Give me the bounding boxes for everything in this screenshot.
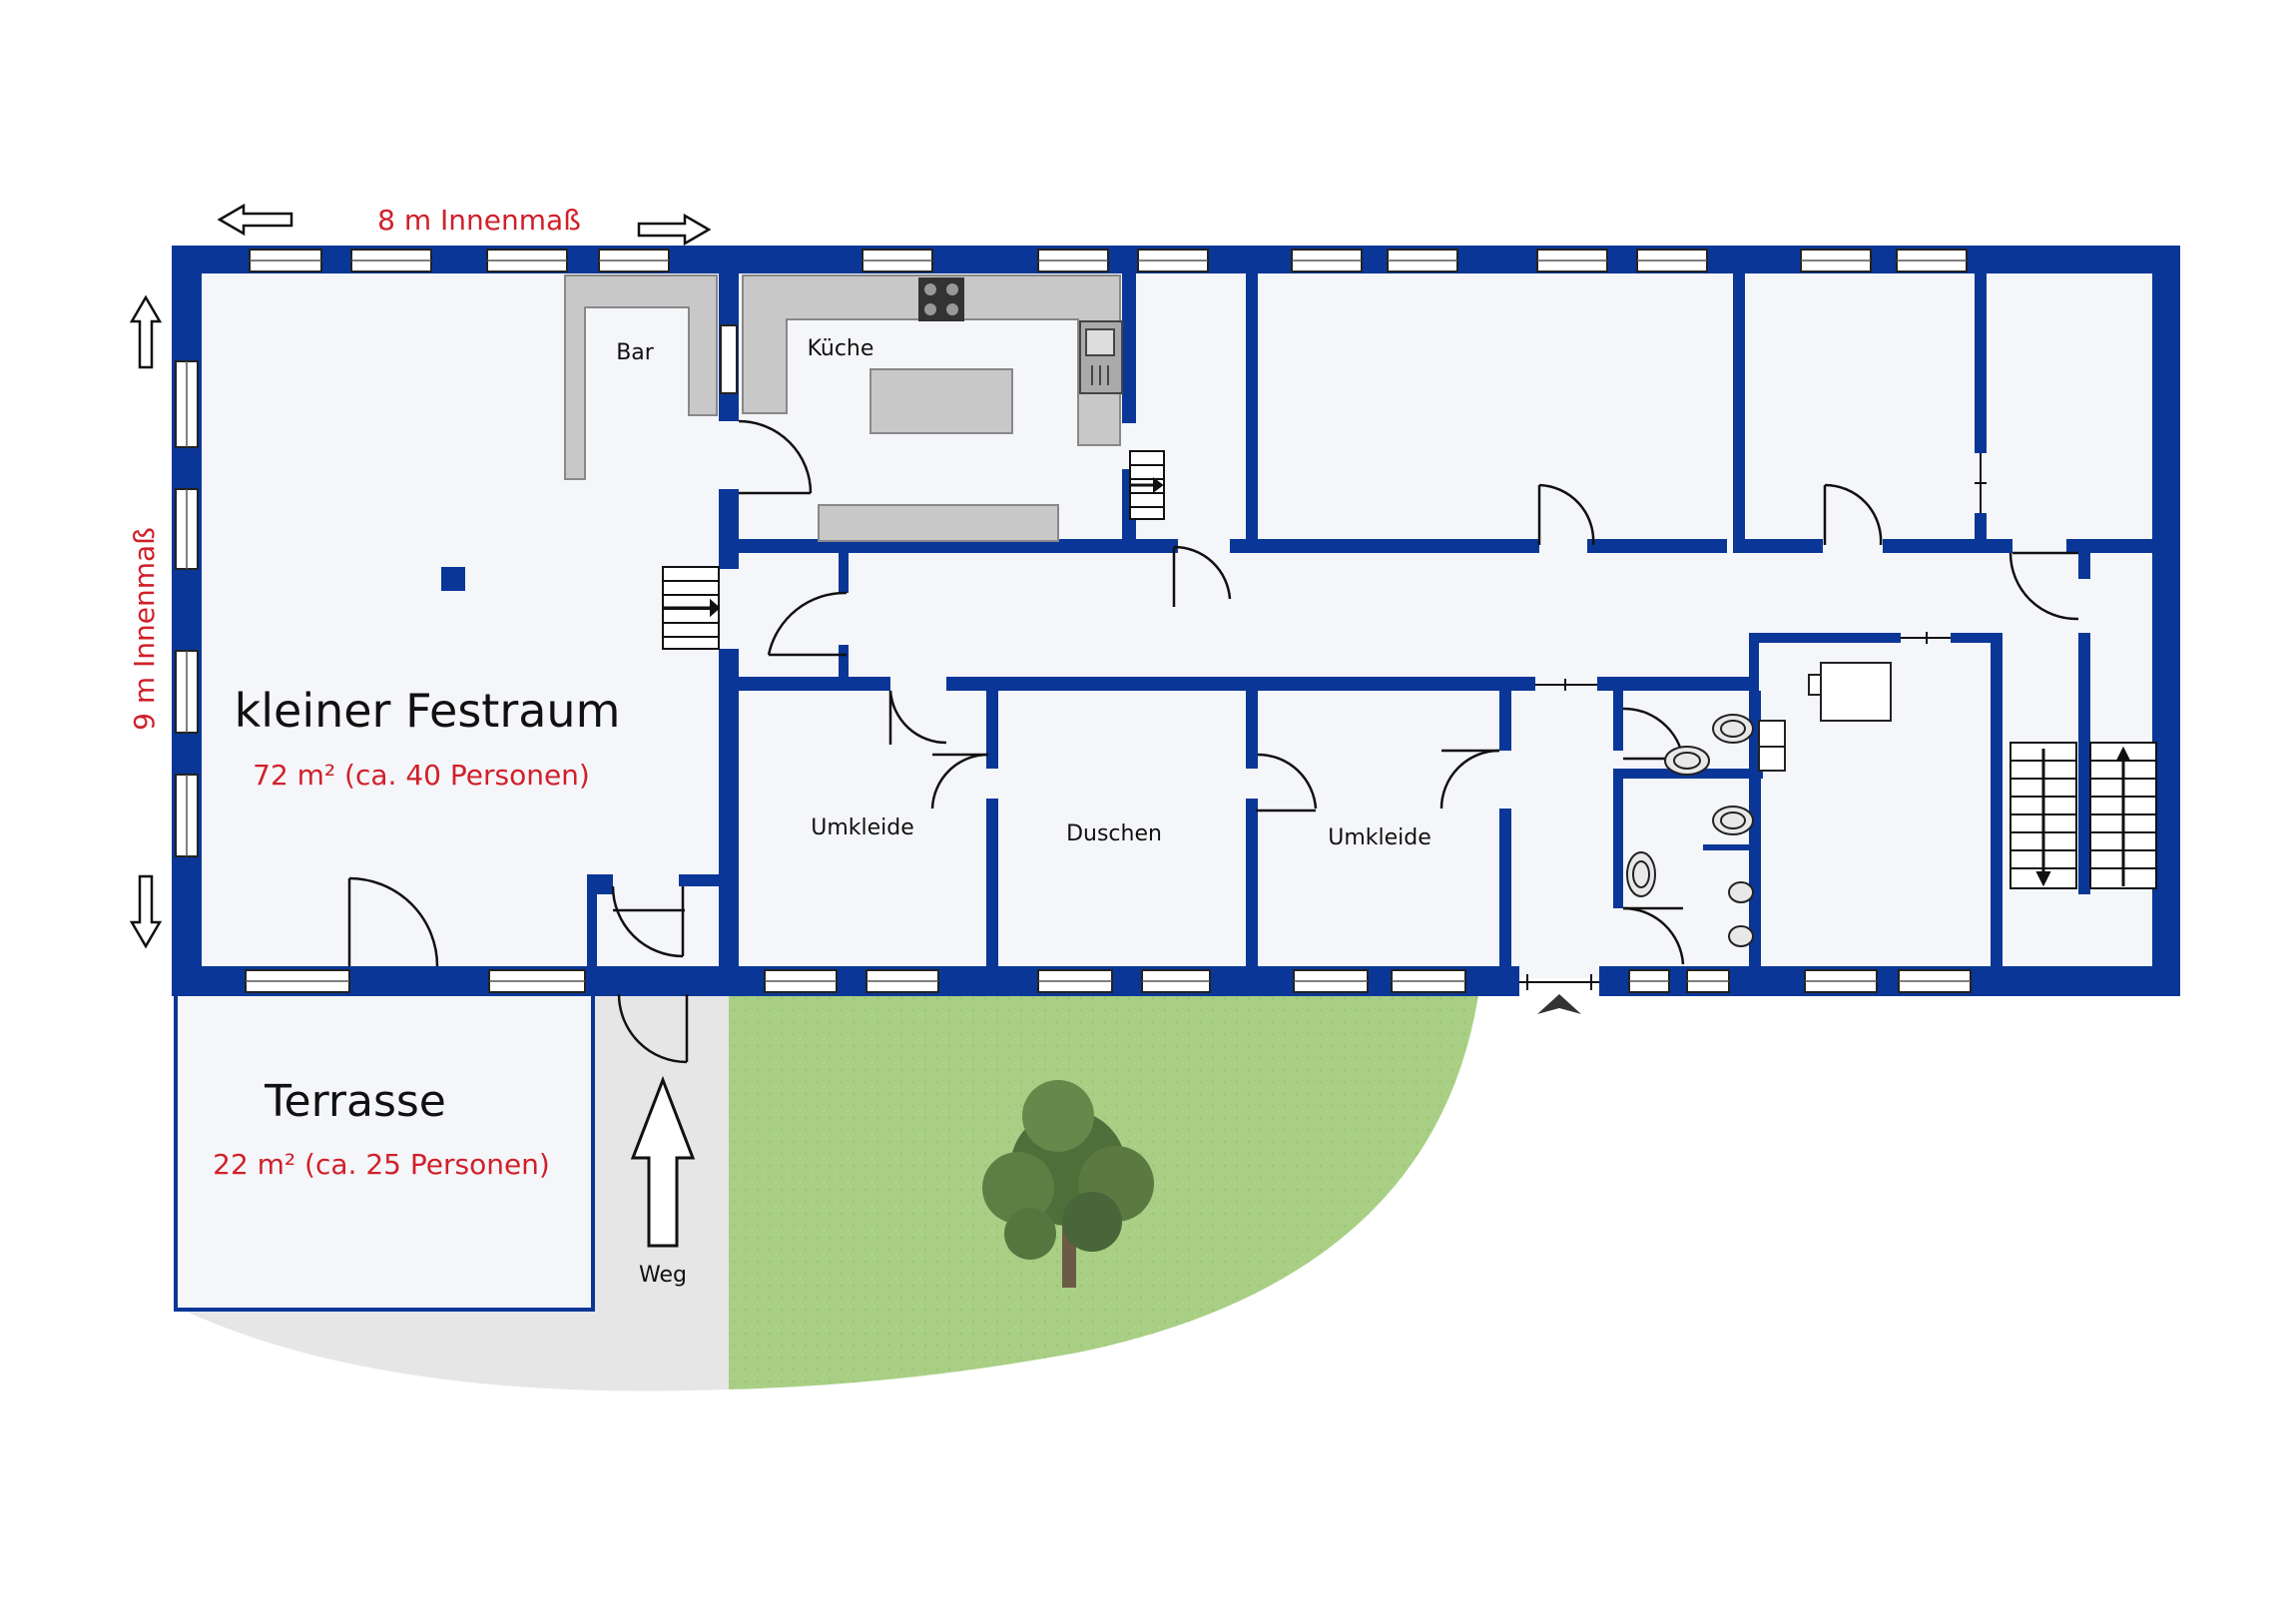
- width-dimension-label: 8 m Innenmaß: [377, 204, 581, 237]
- column: [441, 567, 465, 591]
- kitchen-lower-counter: [818, 504, 1059, 542]
- entrance-arrow-icon: [1537, 994, 1581, 1014]
- changing-room-1-label: Umkleide: [811, 815, 914, 840]
- path-label: Weg: [639, 1263, 687, 1288]
- showers-label: Duschen: [1066, 821, 1162, 846]
- sink-icon: [1079, 320, 1123, 394]
- height-dimension-label: 9 m Innenmaß: [128, 527, 161, 731]
- main-hall-name: kleiner Festraum: [235, 684, 621, 738]
- stairs-large: [2009, 742, 2157, 889]
- terrace-area-label: 22 m² (ca. 25 Personen): [213, 1148, 550, 1181]
- entrance-markers: [1519, 453, 1987, 990]
- dimension-arrows: [129, 203, 712, 949]
- kitchen-label: Küche: [808, 336, 874, 361]
- stove-icon: [918, 277, 964, 321]
- interior-walls: [587, 273, 2166, 978]
- window-lines: [186, 260, 1971, 982]
- kitchen-island: [869, 368, 1013, 434]
- utility-fixtures: [1758, 662, 1892, 772]
- main-hall-area: 72 m² (ca. 40 Personen): [253, 759, 590, 792]
- path-arrow-icon: [630, 1075, 696, 1248]
- toilet-icon: [1626, 714, 1754, 947]
- tree-icon: [982, 1080, 1154, 1288]
- stairs-small: [662, 450, 1165, 650]
- terrace-area: [174, 986, 595, 1312]
- bar-counter: [564, 274, 718, 480]
- terrace-name: Terrasse: [264, 1076, 446, 1127]
- path-door-frame: [587, 874, 597, 978]
- building-floor: [184, 258, 2167, 978]
- bar-label: Bar: [616, 340, 655, 365]
- doors: [347, 419, 2079, 1064]
- changing-room-2-label: Umkleide: [1328, 825, 1432, 850]
